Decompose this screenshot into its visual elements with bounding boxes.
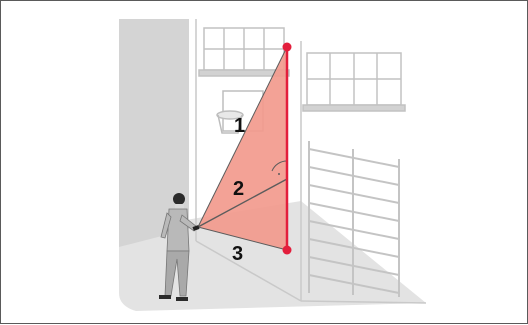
window-left-icon (199, 28, 289, 76)
top-point (283, 43, 292, 52)
label-2: 2 (233, 178, 244, 200)
label-3: 3 (232, 243, 243, 265)
label-1: 1 (234, 115, 245, 137)
bottom-point (283, 246, 292, 255)
window-right-icon (303, 53, 405, 111)
right-angle-dot (278, 173, 280, 175)
